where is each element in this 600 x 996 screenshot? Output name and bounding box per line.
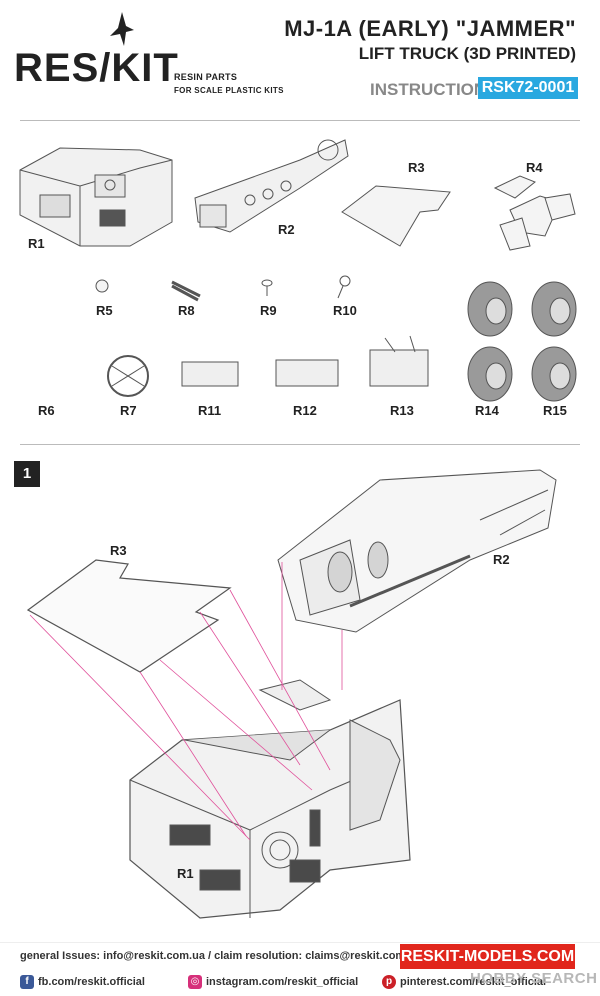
part-r8-drawing <box>171 280 201 302</box>
part-r13-drawing <box>369 335 429 387</box>
part-r3-drawing <box>341 185 451 247</box>
part-r2-drawing <box>194 139 349 233</box>
header-divider <box>20 120 580 121</box>
part-label-r1: R1 <box>28 236 45 251</box>
brand-name: RES/KIT <box>14 46 179 90</box>
part-r12-drawing <box>275 359 339 387</box>
part-r10-drawing <box>337 275 351 299</box>
part-label-r11: R11 <box>198 403 222 418</box>
brand-subtitle-2: FOR SCALE PLASTIC KITS <box>174 86 284 95</box>
product-code-badge: RSK72-0001 <box>478 77 578 99</box>
assembly-guide-lines <box>29 562 343 841</box>
instagram-link[interactable]: instagram.com/reskit_official <box>206 976 359 988</box>
part-label-r2: R2 <box>278 222 295 237</box>
part-label-r13: R13 <box>390 403 414 418</box>
part-r15-drawing <box>531 281 577 402</box>
part-label-r5: R5 <box>96 303 113 318</box>
parts-divider <box>20 444 580 445</box>
watermark: HOBBY SEARCH <box>470 970 598 987</box>
part-r5-drawing <box>95 279 109 293</box>
website-link[interactable]: RESKIT-MODELS.COM <box>400 944 575 969</box>
part-label-r3: R3 <box>408 160 425 175</box>
brand-subtitle-1: RESIN PARTS <box>174 72 238 82</box>
step-number-badge: 1 <box>14 461 40 487</box>
step1-label-r3: R3 <box>110 543 127 558</box>
facebook-link[interactable]: fb.com/reskit.official <box>38 976 145 988</box>
part-r7-drawing <box>107 355 149 397</box>
part-r4-drawing <box>493 175 576 251</box>
part-r14-drawing <box>467 281 513 402</box>
part-label-r9: R9 <box>260 303 277 318</box>
pinterest-link[interactable]: pinterest.com/reskit_official <box>400 976 547 988</box>
part-label-r15: R15 <box>543 403 567 418</box>
part-r9-drawing <box>261 279 273 296</box>
facebook-icon[interactable]: f <box>20 975 34 989</box>
pinterest-icon[interactable]: p <box>382 975 396 989</box>
step1-r2-frame <box>277 469 557 633</box>
product-title: MJ-1A (EARLY) "JAMMER" <box>284 16 576 41</box>
part-label-r10: R10 <box>333 303 357 318</box>
part-label-r4: R4 <box>526 160 543 175</box>
step1-r3-plate <box>26 559 232 673</box>
product-subtitle: LIFT TRUCK (3D PRINTED) <box>358 44 576 63</box>
contact-emails[interactable]: general Issues: info@reskit.com.ua / cla… <box>20 950 422 962</box>
brand-logo <box>110 12 134 51</box>
part-label-r8: R8 <box>178 303 195 318</box>
part-label-r14: R14 <box>475 403 499 418</box>
part-label-r7: R7 <box>120 403 137 418</box>
step1-r1-cab <box>129 679 411 919</box>
part-label-r12: R12 <box>293 403 317 418</box>
part-r1-drawing <box>19 147 173 247</box>
instagram-icon[interactable]: ◎ <box>188 975 202 989</box>
instruction-label: INSTRUCTION <box>370 80 487 99</box>
part-r11-drawing <box>181 361 239 387</box>
step1-label-r2: R2 <box>493 552 510 567</box>
part-label-r6: R6 <box>38 403 55 418</box>
step1-label-r1: R1 <box>177 866 194 881</box>
